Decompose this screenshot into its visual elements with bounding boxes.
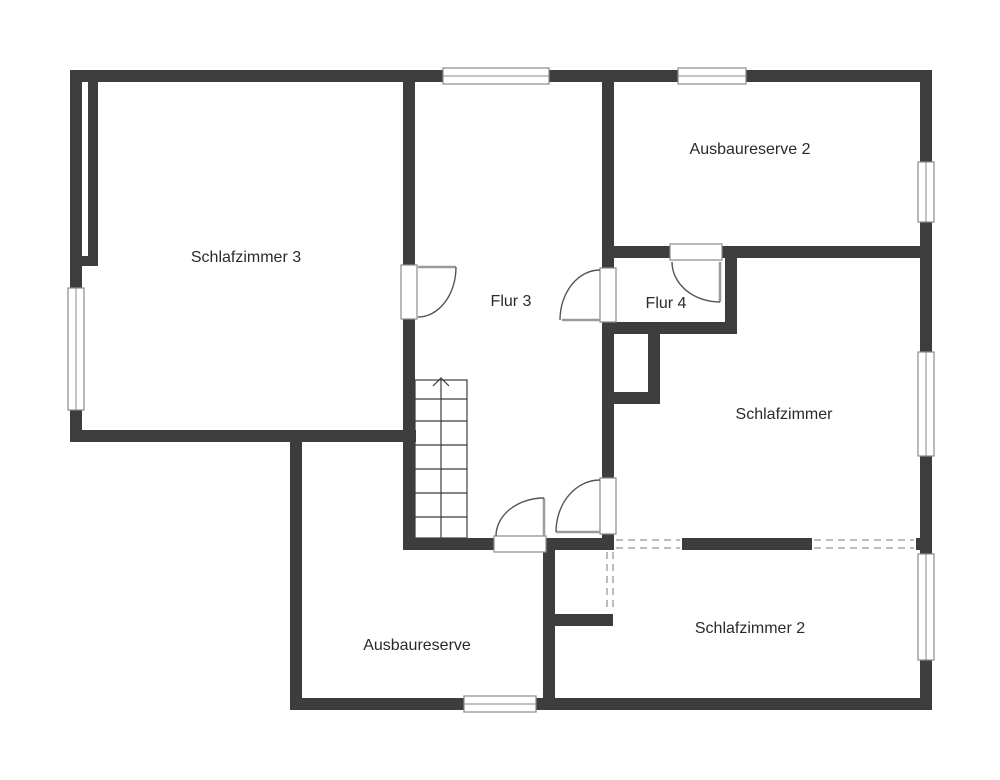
- room-label-flur-4: Flur 4: [646, 295, 687, 312]
- stair-arrow-icon: [432, 377, 450, 387]
- room-label-ausbaureserve: Ausbaureserve: [363, 637, 471, 654]
- door-schlafzimmer3-flur3: [400, 264, 457, 320]
- wall-ausbaureserve2-bottom: [602, 246, 932, 258]
- window-right-schlafzimmer: [917, 351, 935, 457]
- wall-schlafzimmer3-bottom: [70, 430, 416, 442]
- room-label-flur-3: Flur 3: [491, 293, 532, 310]
- opening-schlafzimmer-left: [614, 537, 682, 551]
- room-label-schlafzimmer-3: Schlafzimmer 3: [191, 249, 301, 266]
- opening-schlafzimmer-right: [812, 537, 916, 551]
- room-label-schlafzimmer: Schlafzimmer: [736, 406, 834, 423]
- window-right-schlafzimmer2: [917, 553, 935, 661]
- staircase: [414, 377, 468, 539]
- wall-bottom: [290, 698, 932, 710]
- door-flur3-flur4: [559, 267, 617, 323]
- wall-left-inner-strip: [88, 82, 98, 266]
- windows: [67, 67, 935, 713]
- room-label-ausbaureserve-2: Ausbaureserve 2: [690, 141, 811, 158]
- room-label-schlafzimmer-2: Schlafzimmer 2: [695, 620, 805, 637]
- wall-flur4-bottom: [602, 322, 737, 334]
- openings: [606, 537, 916, 612]
- doors: [400, 243, 723, 553]
- wall-niche-bottom: [602, 392, 660, 404]
- window-bottom-ausbaureserve: [463, 695, 537, 713]
- walls: [70, 70, 932, 710]
- wall-niche-right: [648, 334, 660, 404]
- wall-flur4-right: [725, 252, 737, 334]
- opening-closet: [606, 552, 614, 612]
- window-top-flur3: [442, 67, 550, 85]
- room-labels: Schlafzimmer 3 Flur 3 Ausbaureserve 2 Fl…: [191, 141, 833, 654]
- window-left-schlafzimmer3: [67, 287, 85, 411]
- window-top-ausbaureserve2: [677, 67, 747, 85]
- door-flur4-ausbaureserve2: [669, 243, 723, 303]
- window-right-ausbaureserve2: [917, 161, 935, 223]
- door-flur3-schlafzimmer: [555, 477, 617, 535]
- wall-left-inner-cap: [82, 256, 98, 266]
- wall-closet-bottom: [543, 614, 613, 626]
- door-flur3-schlafzimmer2: [493, 497, 547, 553]
- wall-ausbaureserve-left: [290, 436, 302, 710]
